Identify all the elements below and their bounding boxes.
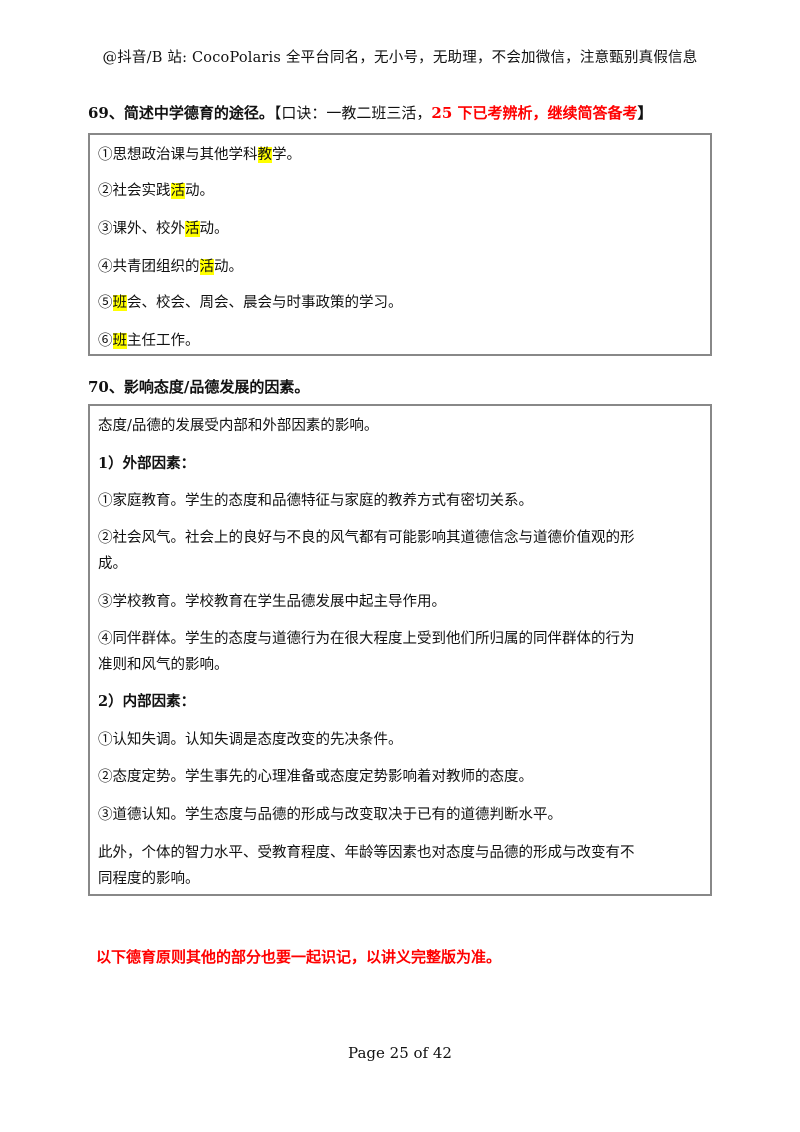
q69-item-6-pre: ⑥ bbox=[98, 333, 113, 349]
q69-item-5-highlight: 班 bbox=[112, 295, 127, 311]
external-item: ①家庭教育。学生的态度和品德特征与家庭的教养方式有密切关系。 bbox=[98, 493, 533, 509]
q69-item-5: ⑤班会、校会、周会、晨会与时事政策的学习。 bbox=[98, 292, 700, 314]
q69-item-4-pre: ④共青团组织的 bbox=[98, 259, 200, 275]
external-factors-heading: 1）外部因素： bbox=[98, 455, 196, 472]
q69-item-2: ②社会实践活动。 bbox=[98, 180, 700, 202]
q69-item-4-post: 动。 bbox=[214, 259, 243, 275]
q69-item-4: ④共青团组织的活动。 bbox=[98, 256, 700, 278]
closing-paragraph: 此外，个体的智力水平、受教育程度、年龄等因素也对态度与品德的形成与改变有不 bbox=[98, 845, 635, 861]
closing-paragraph-continued: 同程度的影响。 bbox=[98, 871, 200, 887]
q69-answer-box: ①思想政治课与其他学科教学。 ②社会实践活动。 ③课外、校外活动。 ④共青团组织… bbox=[88, 133, 712, 356]
question-70-title: 70、影响态度/品德发展的因素。 bbox=[88, 378, 310, 396]
q70-intro: 态度/品德的发展受内部和外部因素的影响。 bbox=[98, 418, 379, 434]
question-69-title: 69、简述中学德育的途径。【口诀：一教二班三活，25 下已考辨析，继续简答备考】 bbox=[88, 102, 653, 123]
page-header: @抖音/B 站: CocoPolaris 全平台同名，无小号，无助理，不会加微信… bbox=[102, 50, 698, 66]
q69-item-6-post: 主任工作。 bbox=[127, 333, 200, 349]
q69-item-3-highlight: 活 bbox=[185, 221, 200, 237]
q70-answer-box: 态度/品德的发展受内部和外部因素的影响。 1）外部因素： ①家庭教育。学生的态度… bbox=[88, 404, 712, 896]
q69-item-5-post: 会、校会、周会、晨会与时事政策的学习。 bbox=[127, 295, 403, 311]
q69-item-5-pre: ⑤ bbox=[98, 295, 113, 311]
page-number: Page 25 of 42 bbox=[348, 1044, 452, 1062]
q69-item-3-post: 动。 bbox=[199, 221, 229, 237]
q69-item-6: ⑥班主任工作。 bbox=[98, 330, 700, 352]
internal-factors-heading: 2）内部因素： bbox=[98, 693, 196, 710]
q69-item-1-post: 学。 bbox=[272, 147, 301, 163]
q69-item-4-highlight: 活 bbox=[199, 259, 214, 275]
internal-item: ②态度定势。学生事先的心理准备或态度定势影响着对教师的态度。 bbox=[98, 769, 533, 785]
q69-item-1-pre: ①思想政治课与其他学科 bbox=[98, 147, 258, 163]
external-item-continued: 成。 bbox=[98, 556, 127, 572]
q69-item-3-pre: ③课外、校外 bbox=[98, 221, 185, 237]
q69-item-1-highlight: 教 bbox=[257, 147, 272, 163]
q69-hint-red: 25 下已考辨析，继续简答备考 bbox=[431, 104, 638, 122]
q69-item-1: ①思想政治课与其他学科教学。 bbox=[98, 144, 700, 166]
external-item: ③学校教育。学校教育在学生品德发展中起主导作用。 bbox=[98, 594, 446, 610]
q69-item-3: ③课外、校外活动。 bbox=[98, 218, 700, 240]
internal-item: ①认知失调。认知失调是态度改变的先决条件。 bbox=[98, 732, 403, 748]
external-item: ④同伴群体。学生的态度与道德行为在很大程度上受到他们所归属的同伴群体的行为 bbox=[98, 631, 635, 647]
q69-item-2-highlight: 活 bbox=[170, 183, 185, 199]
external-item-continued: 准则和风气的影响。 bbox=[98, 657, 229, 673]
internal-item: ③道德认知。学生态度与品德的形成与改变取决于已有的道德判断水平。 bbox=[98, 807, 562, 823]
q69-item-2-post: 动。 bbox=[185, 183, 214, 199]
footer-note: 以下德育原则其他的部分也要一起识记，以讲义完整版为准。 bbox=[96, 948, 502, 966]
external-item: ②社会风气。社会上的良好与不良的风气都有可能影响其道德信念与道德价值观的形 bbox=[98, 530, 635, 546]
q69-hint-end: 】 bbox=[637, 104, 653, 122]
q69-item-2-pre: ②社会实践 bbox=[98, 183, 171, 199]
q69-hint-plain: 【口诀：一教二班三活， bbox=[273, 104, 432, 122]
q69-item-6-highlight: 班 bbox=[112, 333, 127, 349]
q69-title-text: 69、简述中学德育的途径。 bbox=[88, 104, 274, 122]
